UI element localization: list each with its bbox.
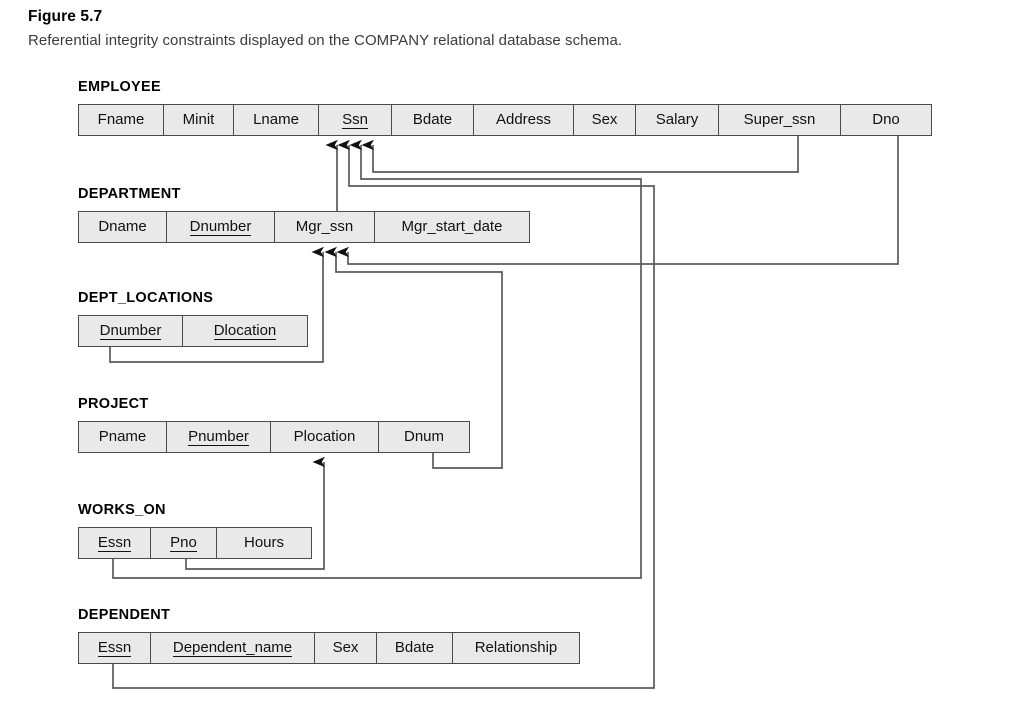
attribute-dept_locations-dlocation[interactable]: Dlocation: [183, 316, 307, 346]
relation-name-dependent: DEPENDENT: [78, 607, 171, 623]
relation-table-project: Pname Pnumber Plocation Dnum: [78, 421, 470, 453]
attribute-dependent-relationship[interactable]: Relationship: [453, 633, 579, 663]
attribute-label: Minit: [182, 111, 215, 128]
attribute-project-pnumber[interactable]: Pnumber: [167, 422, 271, 452]
figure-label: Figure 5.7: [28, 8, 103, 25]
attribute-employee-bdate[interactable]: Bdate: [392, 105, 474, 135]
relation-table-employee: Fname Minit Lname Ssn Bdate Address Sex Salary S…: [78, 104, 932, 136]
attribute-dependent-dependent_name[interactable]: Dependent_name: [151, 633, 315, 663]
attribute-project-dnum[interactable]: Dnum: [379, 422, 469, 452]
attribute-employee-fname[interactable]: Fname: [79, 105, 164, 135]
attribute-employee-sex[interactable]: Sex: [574, 105, 636, 135]
attribute-project-plocation[interactable]: Plocation: [271, 422, 379, 452]
attribute-employee-dno[interactable]: Dno: [841, 105, 931, 135]
figure-caption: Referential integrity constraints displa…: [28, 32, 623, 49]
attribute-label: Address: [495, 111, 552, 128]
relation-name-dept_locations: DEPT_LOCATIONS: [78, 290, 214, 306]
relation-name-works_on: WORKS_ON: [78, 502, 166, 518]
fk-workson-essn-to-employee-ssn: [112, 139, 642, 579]
attribute-label: Essn: [97, 533, 132, 552]
attribute-label: Dnumber: [99, 321, 162, 340]
attribute-label: Sex: [591, 111, 618, 128]
attribute-label: Bdate: [394, 639, 435, 656]
attribute-label: Essn: [97, 638, 132, 657]
attribute-dependent-bdate[interactable]: Bdate: [377, 633, 453, 663]
attribute-label: Pnumber: [188, 427, 249, 446]
attribute-department-mgr_ssn[interactable]: Mgr_ssn: [275, 212, 375, 242]
attribute-department-dname[interactable]: Dname: [79, 212, 167, 242]
attribute-label: Dependent_name: [172, 638, 293, 657]
relation-name-employee: EMPLOYEE: [78, 79, 161, 95]
relation-table-dept_locations: Dnumber Dlocation: [78, 315, 308, 347]
attribute-label: Sex: [332, 639, 359, 656]
attribute-label: Relationship: [474, 639, 558, 656]
attribute-label: Pno: [170, 533, 197, 552]
attribute-employee-minit[interactable]: Minit: [164, 105, 234, 135]
relation-table-works_on: Essn Pno Hours: [78, 527, 312, 559]
attribute-label: Plocation: [293, 428, 356, 445]
attribute-dependent-sex[interactable]: Sex: [315, 633, 377, 663]
attribute-label: Dlocation: [213, 321, 277, 340]
attribute-label: Dno: [872, 111, 900, 128]
attribute-label: Bdate: [412, 111, 453, 128]
attribute-works_on-pno[interactable]: Pno: [151, 528, 217, 558]
attribute-label: Salary: [655, 111, 699, 128]
attribute-employee-ssn[interactable]: Ssn: [319, 105, 392, 135]
attribute-department-dnumber[interactable]: Dnumber: [167, 212, 275, 242]
attribute-label: Ssn: [342, 110, 368, 129]
relation-table-dependent: Essn Dependent_name Sex Bdate Relationship: [78, 632, 580, 664]
attribute-department-mgr_start_date[interactable]: Mgr_start_date: [375, 212, 529, 242]
relation-name-project: PROJECT: [78, 396, 149, 412]
fk-employee-dno-to-department-dnumber: [336, 136, 899, 265]
attribute-employee-super_ssn[interactable]: Super_ssn: [719, 105, 841, 135]
attribute-label: Pname: [98, 428, 147, 445]
relation-table-department: Dname Dnumber Mgr_ssn Mgr_start_date: [78, 211, 530, 243]
attribute-dept_locations-dnumber[interactable]: Dnumber: [79, 316, 183, 346]
attribute-label: Fname: [97, 111, 145, 128]
attribute-project-pname[interactable]: Pname: [79, 422, 167, 452]
attribute-employee-salary[interactable]: Salary: [636, 105, 719, 135]
attribute-works_on-hours[interactable]: Hours: [217, 528, 311, 558]
attribute-works_on-essn[interactable]: Essn: [79, 528, 151, 558]
attribute-label: Dnumber: [189, 217, 252, 236]
attribute-label: Dnum: [403, 428, 444, 445]
attribute-label: Mgr_start_date: [401, 218, 503, 235]
attribute-label: Dname: [98, 218, 147, 235]
attribute-label: Hours: [243, 534, 284, 551]
attribute-employee-address[interactable]: Address: [474, 105, 574, 135]
attribute-label: Super_ssn: [743, 111, 816, 128]
relation-name-department: DEPARTMENT: [78, 186, 181, 202]
attribute-employee-lname[interactable]: Lname: [234, 105, 319, 135]
fk-employee-superssn-to-employee-ssn: [361, 136, 799, 173]
attribute-label: Lname: [253, 111, 299, 128]
attribute-dependent-essn[interactable]: Essn: [79, 633, 151, 663]
attribute-label: Mgr_ssn: [295, 218, 354, 235]
